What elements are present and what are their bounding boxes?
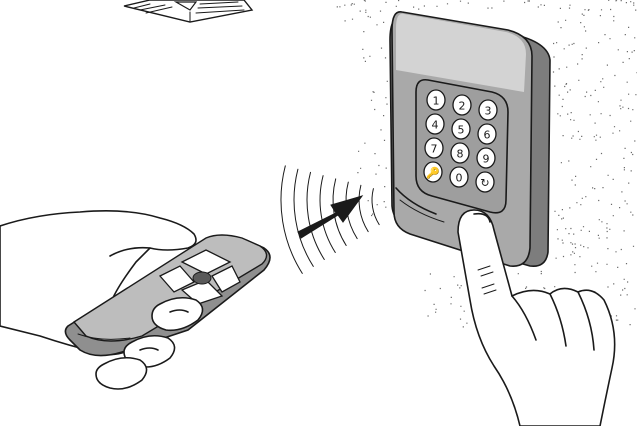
keypad-key: 1: [427, 90, 445, 110]
keypad-key: 🔑: [424, 162, 442, 182]
transmission-arrow-icon: [298, 196, 362, 238]
keypad-key: 7: [425, 138, 443, 158]
keypad-key: 6: [478, 124, 496, 144]
keypad-key-label: 3: [485, 105, 492, 118]
keypad-key: ↻: [476, 172, 494, 192]
keypad-key-label: 2: [459, 100, 466, 113]
keypad-key-label: 8: [457, 148, 464, 161]
keypad-key-label: 0: [456, 172, 463, 185]
keypad-key: 3: [479, 100, 497, 120]
keypad-key-label: 7: [431, 143, 438, 156]
keypad-key: 4: [426, 114, 444, 134]
signal-arc: [294, 169, 313, 266]
manual-booklet-icon: [124, 0, 252, 22]
keypad-key-label: 6: [484, 129, 491, 142]
keypad-key-label: ↻: [480, 177, 489, 190]
keypad-key-label: 🔑: [426, 166, 440, 180]
keypad-key: 2: [453, 95, 471, 115]
keypad-key: 5: [452, 119, 470, 139]
keypad-key-label: 4: [432, 119, 439, 132]
keypad-key: 0: [450, 167, 468, 187]
keypad-key: 9: [477, 148, 495, 168]
keypad-key: 8: [451, 143, 469, 163]
signal-arc: [359, 185, 368, 231]
keypad-key-label: 9: [483, 153, 490, 166]
keypad-key-label: 5: [458, 124, 465, 137]
signal-arc: [372, 189, 379, 225]
keypad-key-label: 1: [433, 95, 440, 108]
signal-arc: [281, 166, 302, 274]
